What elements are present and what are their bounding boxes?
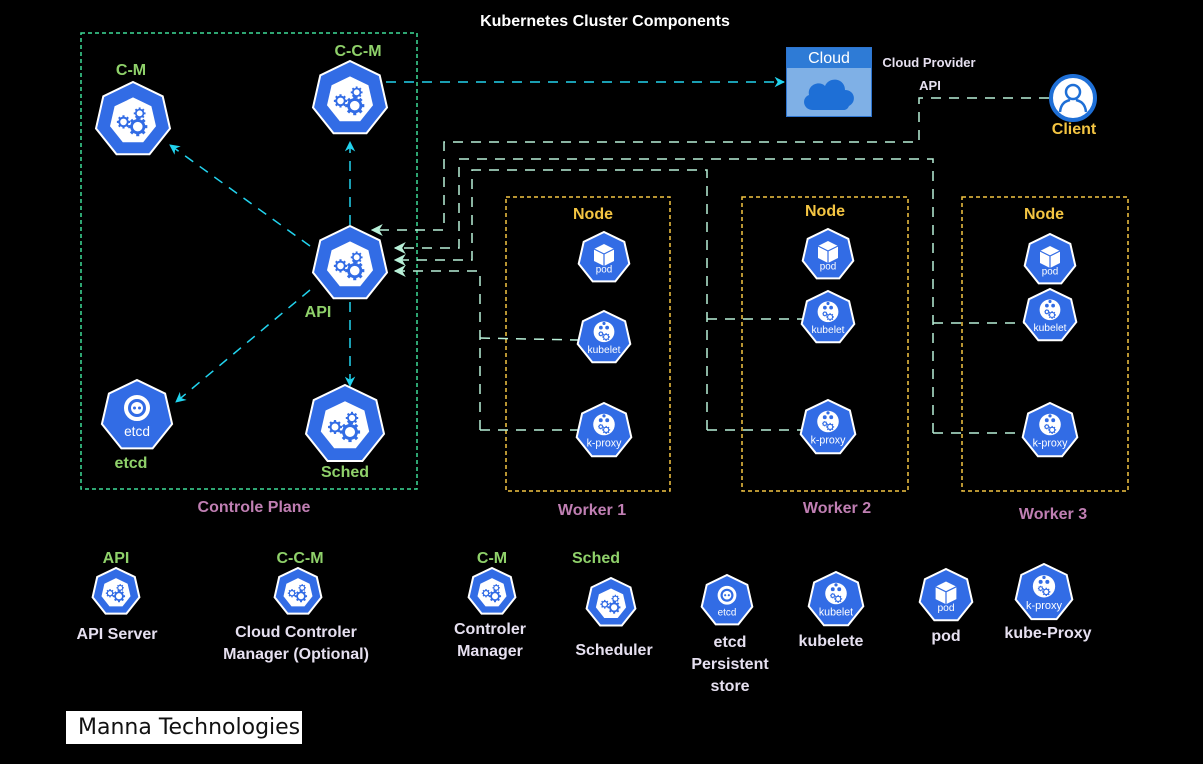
diagram-title: Kubernetes Cluster Components bbox=[480, 13, 730, 30]
ccm-icon[interactable] bbox=[311, 59, 389, 135]
svg-text:kubelet: kubelet bbox=[819, 606, 853, 618]
connector-worker1-kubelet bbox=[479, 337, 579, 341]
svg-text:pod: pod bbox=[820, 261, 836, 272]
legend-api-desc: API Server bbox=[76, 626, 158, 643]
connector-worker3-to-api bbox=[393, 158, 934, 433]
legend-pod-desc: pod bbox=[931, 628, 961, 645]
svg-text:etcd: etcd bbox=[718, 607, 737, 618]
brand-label: Manna Technologies bbox=[66, 711, 302, 744]
cm-label: C-M bbox=[115, 62, 147, 79]
worker-2-pod-icon[interactable]: pod bbox=[801, 227, 855, 280]
ccm-label: C-C-M bbox=[334, 43, 382, 60]
cloud-icon bbox=[804, 79, 854, 110]
cm-icon[interactable] bbox=[94, 80, 172, 156]
worker-2-proxy-icon[interactable]: k-proxy bbox=[799, 398, 857, 455]
worker-1-pod-icon[interactable]: pod bbox=[577, 230, 631, 283]
legend-sched-icon[interactable] bbox=[585, 576, 637, 627]
worker-3-kubelet-icon[interactable]: kubelet bbox=[1022, 287, 1078, 342]
connector-worker2-to-api bbox=[393, 169, 708, 430]
worker-1-label: Worker 1 bbox=[557, 502, 627, 519]
control-plane-label: Controle Plane bbox=[197, 499, 311, 516]
legend-etcd-icon[interactable]: etcd bbox=[700, 573, 754, 626]
worker-3-label: Worker 3 bbox=[1018, 506, 1088, 523]
legend-proxy-desc: kube-Proxy bbox=[1004, 625, 1092, 642]
worker-2-kubelet-icon[interactable]: kubelet bbox=[800, 289, 856, 344]
sched-label: Sched bbox=[320, 464, 370, 481]
svg-text:k-proxy: k-proxy bbox=[1033, 437, 1069, 449]
svg-text:k-proxy: k-proxy bbox=[587, 437, 623, 449]
worker-2-node-box bbox=[741, 196, 909, 492]
svg-text:k-proxy: k-proxy bbox=[1026, 600, 1063, 612]
worker-1-node-label: Node bbox=[573, 206, 613, 223]
api-server-icon[interactable] bbox=[311, 224, 389, 300]
api-label: API bbox=[304, 304, 332, 321]
control-plane-box bbox=[80, 32, 418, 490]
svg-text:kubelet: kubelet bbox=[587, 345, 620, 356]
svg-text:etcd: etcd bbox=[124, 424, 150, 439]
legend-cm-abbr: C-M bbox=[476, 550, 508, 567]
scheduler-icon[interactable] bbox=[304, 383, 386, 462]
legend-pod-icon[interactable]: pod bbox=[918, 567, 974, 622]
worker-1-kubelet-icon[interactable]: kubelet bbox=[576, 309, 632, 364]
legend-c-m-icon[interactable] bbox=[467, 566, 517, 615]
cloud-header: Cloud bbox=[787, 48, 871, 68]
svg-text:kubelet: kubelet bbox=[811, 325, 844, 336]
worker-1-node-box bbox=[505, 196, 671, 492]
svg-text:pod: pod bbox=[596, 264, 612, 275]
connector-client-to-api bbox=[370, 97, 1049, 236]
legend-api-icon[interactable] bbox=[91, 566, 141, 615]
cloud-provider-box: Cloud bbox=[786, 47, 872, 117]
connector-worker1-to-api bbox=[393, 265, 481, 430]
client-label: Client bbox=[1051, 121, 1097, 138]
worker-1-proxy-icon[interactable]: k-proxy bbox=[575, 401, 633, 458]
legend-api-abbr: API bbox=[102, 550, 130, 567]
legend-kubelet-desc: kubelete bbox=[798, 633, 864, 650]
legend-sched-desc: Scheduler bbox=[575, 642, 653, 659]
legend-c-c-m-icon[interactable] bbox=[273, 566, 323, 615]
arrow-api-to-cm bbox=[169, 144, 311, 247]
etcd-label: etcd bbox=[114, 455, 148, 472]
svg-text:pod: pod bbox=[1042, 266, 1058, 277]
worker-3-proxy-icon[interactable]: k-proxy bbox=[1021, 401, 1079, 458]
worker-3-node-label: Node bbox=[1024, 206, 1064, 223]
etcd-icon[interactable]: etcd bbox=[100, 378, 174, 450]
cloud-api-label: API bbox=[919, 78, 941, 93]
worker-3-pod-icon[interactable]: pod bbox=[1023, 232, 1077, 285]
svg-text:k-proxy: k-proxy bbox=[811, 434, 847, 446]
legend-ccm-abbr: C-C-M bbox=[276, 550, 324, 567]
user-icon[interactable] bbox=[1049, 74, 1097, 122]
svg-text:kubelet: kubelet bbox=[1033, 323, 1066, 334]
worker-3-node-box bbox=[961, 196, 1129, 492]
svg-text:pod: pod bbox=[937, 603, 954, 614]
worker-2-node-label: Node bbox=[805, 203, 845, 220]
legend-kube-proxy-icon[interactable]: k-proxy bbox=[1014, 562, 1074, 621]
cloud-provider-label: Cloud Provider bbox=[882, 55, 976, 70]
arrow-api-to-etcd bbox=[175, 289, 311, 403]
worker-2-label: Worker 2 bbox=[802, 500, 872, 517]
legend-kubelete-icon[interactable]: kubelet bbox=[807, 570, 865, 627]
legend-sched-abbr: Sched bbox=[571, 550, 621, 567]
